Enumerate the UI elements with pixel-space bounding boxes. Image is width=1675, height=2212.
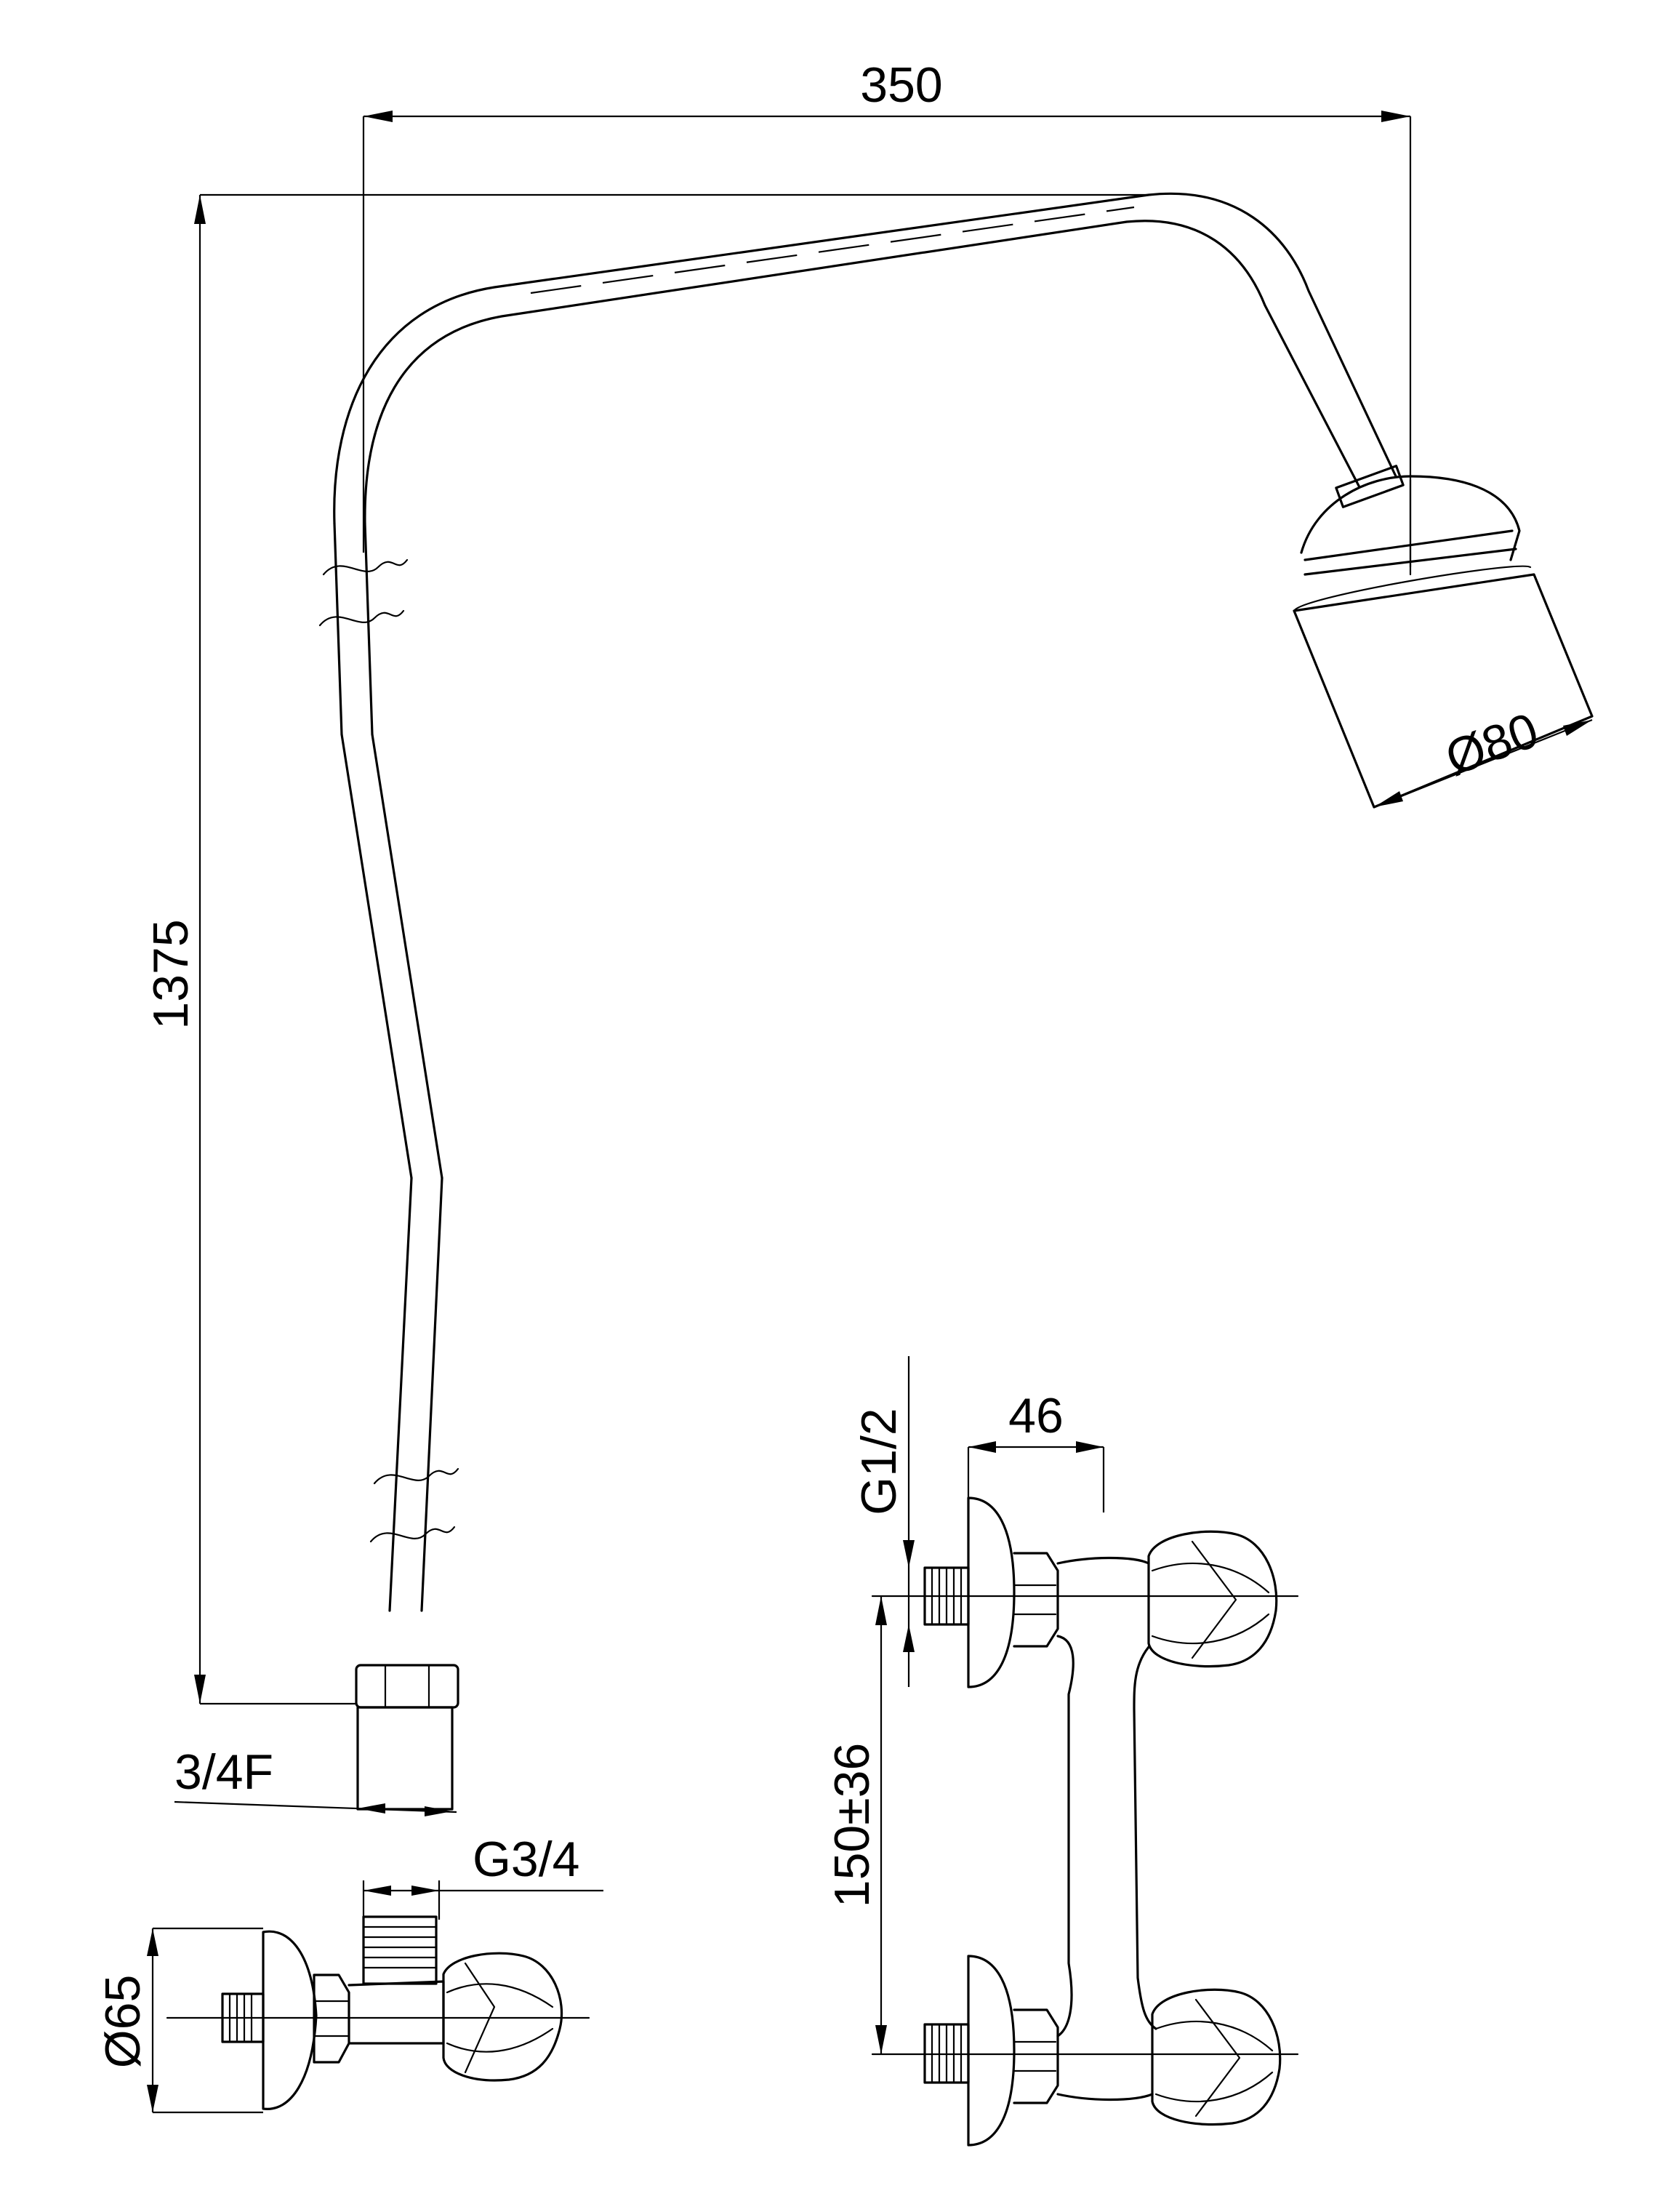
break-mark-lower	[369, 1467, 459, 1543]
label-d80: Ø80	[1439, 702, 1546, 786]
side-valve	[166, 1915, 590, 2110]
riser-pipe	[333, 192, 1397, 1612]
label-g3-4: G3/4	[473, 1832, 579, 1887]
upper-handle	[1147, 1530, 1278, 1668]
dimension-350: 350	[362, 57, 1412, 567]
upper-inlet	[923, 1496, 1059, 1688]
dimension-3-4f: 3/4F	[174, 1744, 457, 1816]
label-1375: 1375	[143, 919, 198, 1029]
break-mark-upper	[318, 558, 409, 627]
dimension-g1-2: G1/2	[851, 1356, 915, 1687]
dimension-46: 46	[967, 1388, 1105, 1512]
label-3-4f: 3/4F	[174, 1744, 273, 1800]
label-350: 350	[860, 57, 942, 113]
label-150: 150±36	[824, 1743, 880, 1907]
lower-inlet	[923, 1955, 1059, 2147]
dimension-1375: 1375	[143, 193, 1149, 1705]
dimension-150: 150±36	[824, 1596, 887, 2054]
riser-nut	[355, 1664, 459, 1811]
mixer-front-view	[871, 1496, 1299, 2147]
dimension-g3-4: G3/4	[362, 1832, 603, 1920]
dimension-d80: Ø80	[1373, 702, 1593, 809]
label-d65: Ø65	[95, 1975, 150, 2069]
label-g1-2: G1/2	[851, 1408, 907, 1515]
lower-handle	[1151, 1988, 1282, 2126]
label-46: 46	[1008, 1388, 1064, 1443]
dimension-d65: Ø65	[95, 1927, 263, 2114]
shower-head	[1293, 465, 1594, 809]
